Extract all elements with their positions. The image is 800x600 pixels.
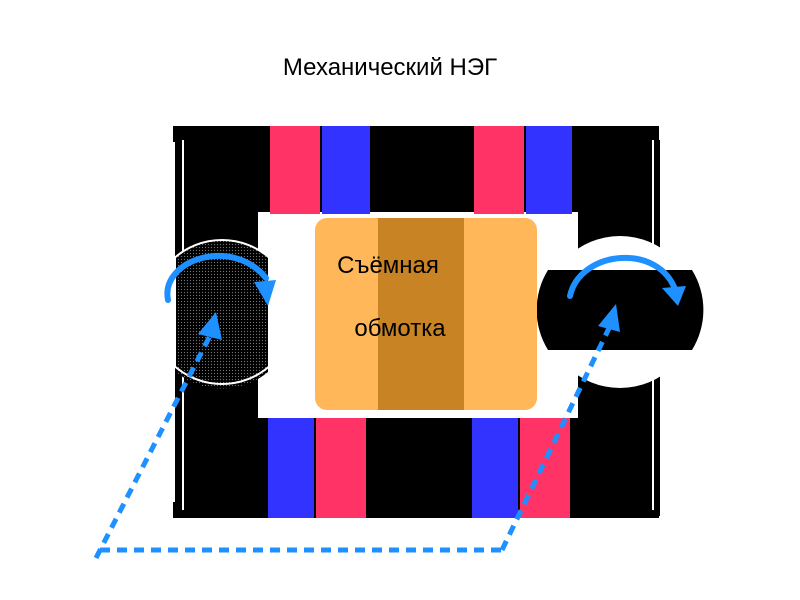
bottom-magnets <box>268 418 570 518</box>
magnet-blue <box>322 126 370 214</box>
dashed-flow-arrow-icon <box>93 304 620 560</box>
magnet-red <box>474 126 524 214</box>
magnet-red <box>520 418 570 518</box>
removable-coil <box>315 218 537 410</box>
diagram-title: Механический НЭГ <box>283 54 497 81</box>
top-magnets <box>270 126 572 214</box>
rotation-arrow-icon <box>567 255 686 306</box>
magnet-red <box>270 126 320 214</box>
rotation-arrow-icon <box>164 252 276 306</box>
left-rotor <box>149 239 295 389</box>
magnet-blue <box>472 418 518 518</box>
coil-label-line1: Съёмная <box>337 252 439 279</box>
coil-label-line2: обмотка <box>354 315 446 342</box>
magnet-blue <box>526 126 572 214</box>
magnet-blue <box>268 418 314 518</box>
magnet-red <box>316 418 366 518</box>
